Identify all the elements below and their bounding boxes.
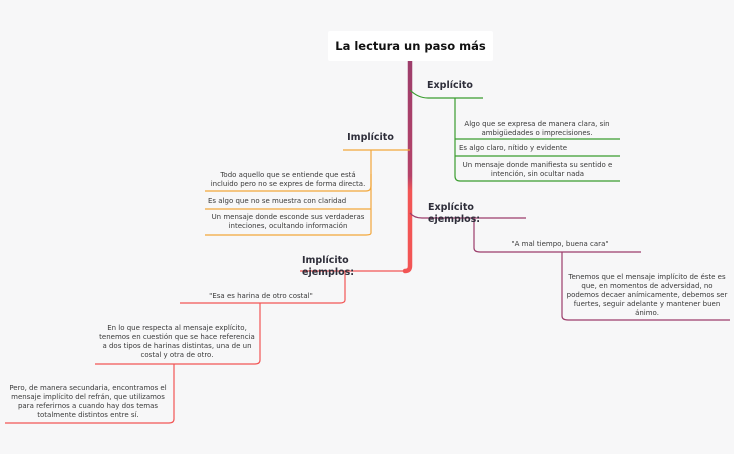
explicito-item-3: Un mensaje donde manifiesta su sentido e… [462, 161, 613, 178]
root-title: La lectura un paso más [328, 31, 493, 61]
explicito-ejemplos-connectors [409, 212, 730, 321]
explicito-ejemplo-refran: "A mal tiempo, buena cara" [511, 240, 609, 248]
explicito-connectors [409, 89, 620, 182]
implicito-item-2: Es algo que no se muestra con claridad [208, 197, 347, 205]
topic-explicito: Explícito [427, 80, 473, 91]
topic-explicito-ejemplos: Explícito ejemplos: [428, 202, 481, 226]
implicito-connectors [205, 149, 410, 236]
topic-implicito: Implícito [347, 132, 394, 143]
central-spine [402, 57, 413, 274]
implicito-ejemplos-connectors [5, 270, 407, 424]
implicito-ejemplo-refran: "Esa es harina de otro costal" [209, 292, 313, 300]
explicito-ejemplo-explicacion: Tenemos que el mensaje implícito de éste… [566, 273, 728, 317]
topic-implicito-ejemplos: Implícito ejemplos: [302, 255, 355, 279]
implicito-ejemplo-explicacion-1: En lo que respecta al mensaje explícito,… [99, 324, 255, 359]
implicito-item-1: Todo aquello que se entiende que está in… [210, 171, 366, 188]
explicito-item-2: Es algo claro, nítido y evidente [459, 144, 568, 152]
implicito-ejemplo-explicacion-2: Pero, de manera secundaria, encontramos … [9, 384, 167, 419]
explicito-item-1: Algo que se expresa de manera clara, sin… [464, 120, 610, 137]
implicito-item-3: Un mensaje donde esconde sus verdaderas … [211, 213, 365, 230]
